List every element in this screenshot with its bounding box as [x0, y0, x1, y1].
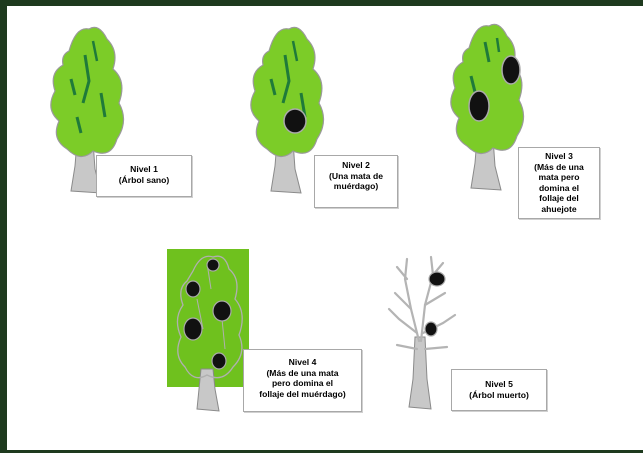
mistletoe-clump	[207, 259, 219, 271]
level-description: mata pero	[519, 172, 599, 183]
level-description: domina el	[519, 183, 599, 194]
level-title: Nivel 3	[519, 151, 599, 162]
mistletoe-clump	[184, 318, 202, 340]
mistletoe-clump	[469, 91, 489, 121]
mistletoe-clump	[284, 109, 306, 133]
tree-level-5	[381, 249, 461, 414]
mistletoe-clump	[213, 301, 231, 321]
level-description: follaje del muérdago)	[244, 389, 361, 400]
level-title: Nivel 1	[97, 164, 191, 175]
level-title: Nivel 4	[244, 357, 361, 368]
mistletoe-clump	[425, 322, 437, 336]
label-level-4: Nivel 4 (Más de una mata pero domina el …	[243, 349, 362, 412]
label-level-5: Nivel 5 (Árbol muerto)	[451, 369, 547, 411]
level-description: follaje del	[519, 193, 599, 204]
tree-level-4	[167, 249, 252, 414]
mistletoe-clump	[186, 281, 200, 297]
label-level-2: Nivel 2 (Una mata de muérdago)	[314, 155, 398, 208]
level-description: (Árbol sano)	[97, 175, 191, 186]
level-description: (Más de una	[519, 162, 599, 173]
label-level-1: Nivel 1 (Árbol sano)	[96, 155, 192, 197]
level-description: (Árbol muerto)	[452, 390, 546, 401]
level-description: pero domina el	[244, 378, 361, 389]
level-description: ahuejote	[519, 204, 599, 215]
level-title: Nivel 2	[315, 160, 397, 171]
mistletoe-clump	[502, 56, 520, 84]
mistletoe-clump	[212, 353, 226, 369]
label-level-3: Nivel 3 (Más de una mata pero domina el …	[518, 147, 600, 219]
level-title: Nivel 5	[452, 379, 546, 390]
mistletoe-clump	[429, 272, 445, 286]
level-description: muérdago)	[315, 181, 397, 192]
level-description: (Más de una mata	[244, 368, 361, 379]
level-description: (Una mata de	[315, 171, 397, 182]
